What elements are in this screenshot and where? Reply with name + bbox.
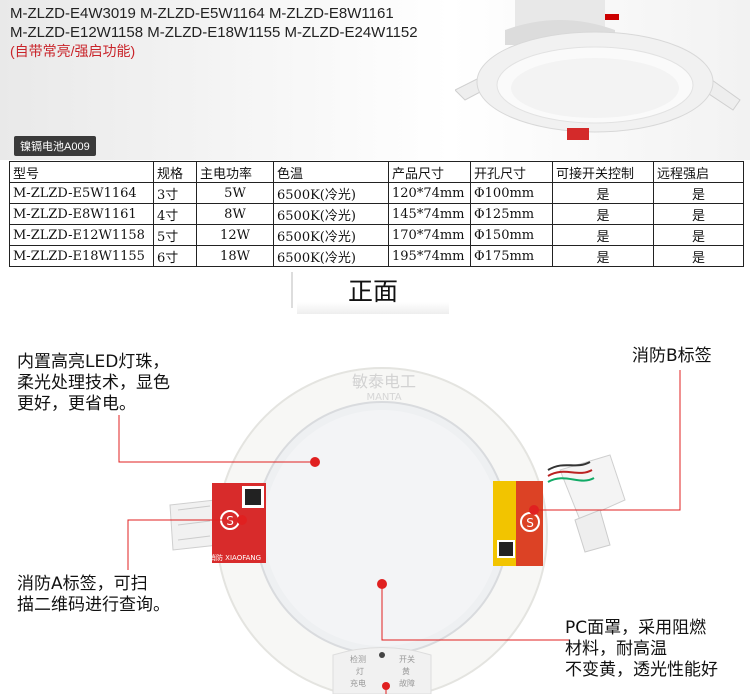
cell-cutout-size: Φ100mm xyxy=(470,182,553,204)
indicator-panel: 检测 灯 开关 充电 黄 故障 xyxy=(332,647,432,694)
callout-label-a-line-2: 描二维码进行查询。 xyxy=(17,595,170,615)
front-view-title: 正面 xyxy=(291,272,449,314)
cell-model: M-ZLZD-E8W1161 xyxy=(9,203,154,225)
svg-text:S: S xyxy=(226,514,234,528)
table-row: M-ZLZD-E12W1158 5寸 12W 6500K(冷光) 170*74m… xyxy=(9,224,744,246)
callout-lines xyxy=(118,370,681,694)
callout-led-line-1: 内置高亮LED灯珠， xyxy=(17,352,170,372)
spring-clip-right xyxy=(547,454,626,553)
col-size: 规格 xyxy=(153,161,197,183)
panel-label-lamp: 灯 xyxy=(356,666,364,676)
cell-model: M-ZLZD-E18W1155 xyxy=(9,245,154,267)
callout-led-line-2: 柔光处理技术，显色 xyxy=(17,373,170,393)
cell-model: M-ZLZD-E5W1164 xyxy=(9,182,154,204)
panel-label-switch: 开关 xyxy=(399,654,415,664)
col-power: 主电功率 xyxy=(196,161,274,183)
led-marker xyxy=(310,457,320,467)
callout-label-a-line-1: 消防A标签，可扫 xyxy=(17,574,148,594)
cell-power: 18W xyxy=(196,245,274,267)
fire-label-b: S xyxy=(493,481,543,566)
brand-cn: 敏泰电工 xyxy=(352,372,416,391)
spring-clip-left xyxy=(169,499,219,551)
model-list: M-ZLZD-E4W3019 M-ZLZD-E5W1164 M-ZLZD-E8W… xyxy=(10,4,418,61)
cell-cutout-size: Φ175mm xyxy=(470,245,553,267)
model-line-2: M-ZLZD-E12W1158 M-ZLZD-E18W1155 M-ZLZD-E… xyxy=(10,24,418,41)
callout-pc-cover: PC面罩，采用阻燃 材料，耐高温 不变黄，透光性能好 xyxy=(565,618,750,681)
callout-pc-line-3: 不变黄，透光性能好 xyxy=(565,660,718,680)
callout-label-b: 消防B标签 xyxy=(632,346,712,366)
cell-product-size: 195*74mm xyxy=(388,245,471,267)
battery-badge: 镍镉电池A009 xyxy=(14,136,96,156)
table-row: M-ZLZD-E18W1155 6寸 18W 6500K(冷光) 195*74m… xyxy=(9,245,744,267)
spec-table: 型号 规格 主电功率 色温 产品尺寸 开孔尺寸 可接开关控制 远程强启 M-ZL… xyxy=(9,161,744,267)
product-banner: M-ZLZD-E4W3019 M-ZLZD-E5W1164 M-ZLZD-E8W… xyxy=(0,0,750,160)
feature-note: (自带常亮/强启功能) xyxy=(10,43,136,59)
table-row: M-ZLZD-E5W1164 3寸 5W 6500K(冷光) 120*74mm … xyxy=(9,182,744,204)
col-switch-control: 可接开关控制 xyxy=(552,161,654,183)
cell-cutout-size: Φ125mm xyxy=(470,203,553,225)
callout-label-a: 消防A标签，可扫 描二维码进行查询。 xyxy=(17,574,187,616)
cell-switch-control: 是 xyxy=(552,245,654,267)
callout-led: 内置高亮LED灯珠， 柔光处理技术，显色 更好，更省电。 xyxy=(17,352,217,415)
panel-label-fault: 故障 xyxy=(399,678,415,688)
svg-text:S: S xyxy=(526,516,534,530)
model-line-1: M-ZLZD-E4W3019 M-ZLZD-E5W1164 M-ZLZD-E8W… xyxy=(10,5,394,22)
indicator-led xyxy=(379,652,385,658)
label-b-marker xyxy=(529,505,539,515)
fire-label-a: S 消防 XIAOFANG xyxy=(209,483,266,563)
panel-label-charge: 充电 xyxy=(350,678,366,688)
pc-cover-marker xyxy=(377,579,387,589)
callout-led-line-3: 更好，更省电。 xyxy=(17,394,136,414)
label-a-text: 消防 XIAOFANG xyxy=(209,553,261,562)
cell-color-temp: 6500K(冷光) xyxy=(273,245,389,267)
panel-label-yellow: 黄 xyxy=(402,666,410,676)
cell-product-size: 170*74mm xyxy=(388,224,471,246)
callout-pc-line-1: PC面罩，采用阻燃 xyxy=(565,618,707,638)
callout-pc-line-2: 材料，耐高温 xyxy=(565,639,667,659)
lamp-side-photo xyxy=(455,0,741,140)
cell-cutout-size: Φ150mm xyxy=(470,224,553,246)
panel-label-test: 检测 xyxy=(350,654,366,664)
diffuser-glow xyxy=(264,410,500,646)
cell-remote-start: 是 xyxy=(653,245,744,267)
brand-en: MANTA xyxy=(366,392,401,403)
label-a-marker xyxy=(237,515,247,525)
